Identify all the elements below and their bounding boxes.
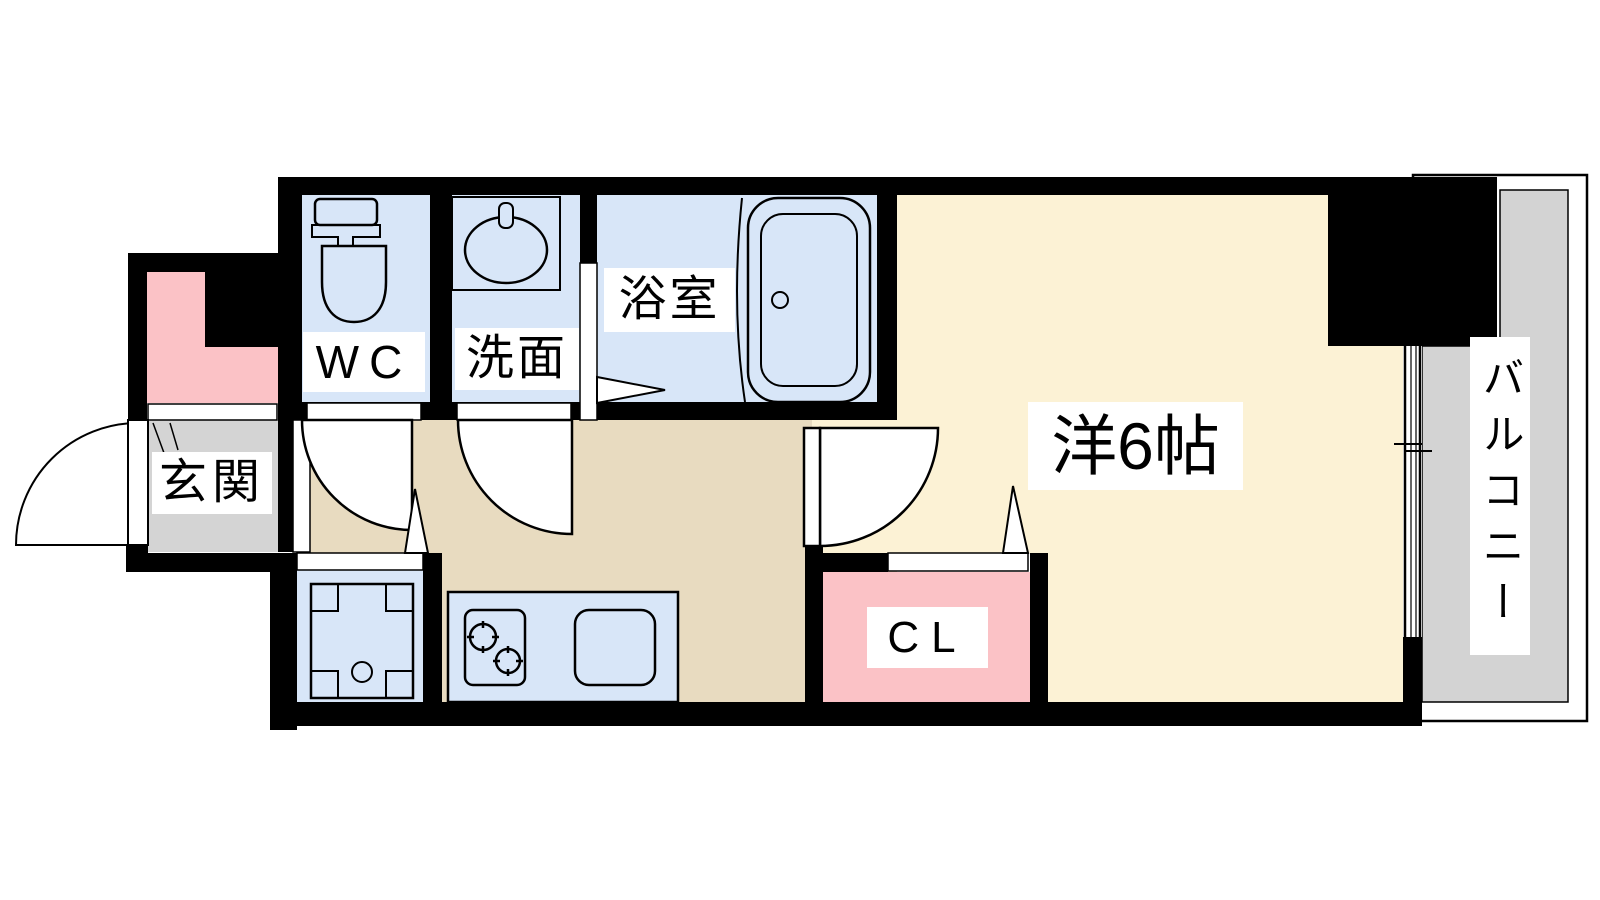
- closet-opening: [887, 552, 1029, 572]
- room-door-swing: [818, 426, 940, 548]
- pan-corner: [385, 670, 414, 699]
- laundry-pan-icon: [309, 582, 415, 700]
- laundry-floor: [297, 570, 423, 702]
- wall-pillar: [1328, 177, 1497, 346]
- threshold-washroom: [456, 402, 572, 421]
- tub-deck-line: [736, 197, 746, 403]
- label-balcony: バルコニー: [1470, 337, 1530, 655]
- entrance-step-lines: [152, 422, 179, 454]
- wall-washroom-bath: [580, 195, 597, 263]
- pan-corner: [310, 670, 339, 699]
- label-entrance: 玄関: [152, 452, 272, 514]
- basin-faucet: [498, 202, 514, 229]
- pan-corner: [310, 583, 339, 612]
- toilet-bowl: [320, 244, 388, 324]
- wall-lower-left: [270, 553, 297, 730]
- entrance-door-swing: [14, 421, 139, 546]
- label-main-room: 洋6帖: [1028, 402, 1243, 490]
- wall-entrance-bottom: [130, 553, 280, 572]
- wall-top: [278, 177, 1412, 195]
- hallway-door-wedge: [403, 488, 430, 554]
- toilet-icon: [311, 197, 388, 324]
- window-icon: [1394, 346, 1432, 637]
- washbasin-icon: [451, 196, 561, 291]
- washroom-door-swing: [456, 418, 574, 536]
- label-wc: WC: [303, 332, 425, 392]
- room-door-leaf: [802, 426, 822, 548]
- threshold-wc: [306, 402, 422, 421]
- wall-wc-washroom: [430, 195, 452, 420]
- label-bathroom: 浴室: [604, 268, 735, 332]
- bathtub-icon: [736, 196, 872, 404]
- window-glass: [1403, 346, 1422, 637]
- stove-burner-ticks: [493, 646, 523, 676]
- wall-bath-right: [877, 195, 897, 420]
- wall-laundry-right: [423, 553, 442, 702]
- label-washroom: 洗面: [455, 328, 579, 390]
- closet-door-wedge: [1001, 485, 1030, 554]
- wall-wc-left: [278, 195, 302, 402]
- pan-corner: [385, 583, 414, 612]
- wall-storage-top: [128, 253, 302, 272]
- threshold-storage: [147, 403, 278, 421]
- tub-outer: [746, 196, 872, 404]
- basin-counter: [451, 196, 561, 291]
- threshold-laundry: [296, 552, 424, 571]
- stove-burner-ticks: [467, 621, 499, 653]
- wall-window-stub: [1403, 637, 1422, 702]
- doors: [14, 375, 1030, 554]
- wall-left-outer: [128, 253, 147, 420]
- stove-body: [463, 608, 527, 687]
- kitchen-sink-bowl: [573, 608, 657, 687]
- wall-closet-right: [1030, 553, 1048, 703]
- entrance-storage-floor: [147, 272, 278, 403]
- wall-closet-top-stub: [820, 553, 888, 572]
- wc-door-swing: [300, 418, 414, 532]
- walls: [126, 177, 1497, 730]
- pan-drain: [351, 661, 373, 683]
- wall-storage-notch: [205, 272, 278, 347]
- wall-entrance-right: [278, 420, 293, 552]
- bathroom-door-wedge: [596, 375, 666, 405]
- label-closet: CL: [867, 607, 988, 668]
- entrance-door-leaf: [127, 419, 149, 546]
- tub-inner: [760, 213, 858, 387]
- pan-outer: [309, 582, 415, 700]
- thresholds: [147, 262, 1029, 572]
- kitchen-sink-icon: [573, 608, 657, 687]
- tub-drain: [771, 291, 789, 309]
- bathroom-sliding-door: [579, 262, 598, 421]
- wall-closet-left: [805, 545, 823, 703]
- wall-bottom: [270, 702, 1422, 726]
- stove-icon: [463, 608, 527, 687]
